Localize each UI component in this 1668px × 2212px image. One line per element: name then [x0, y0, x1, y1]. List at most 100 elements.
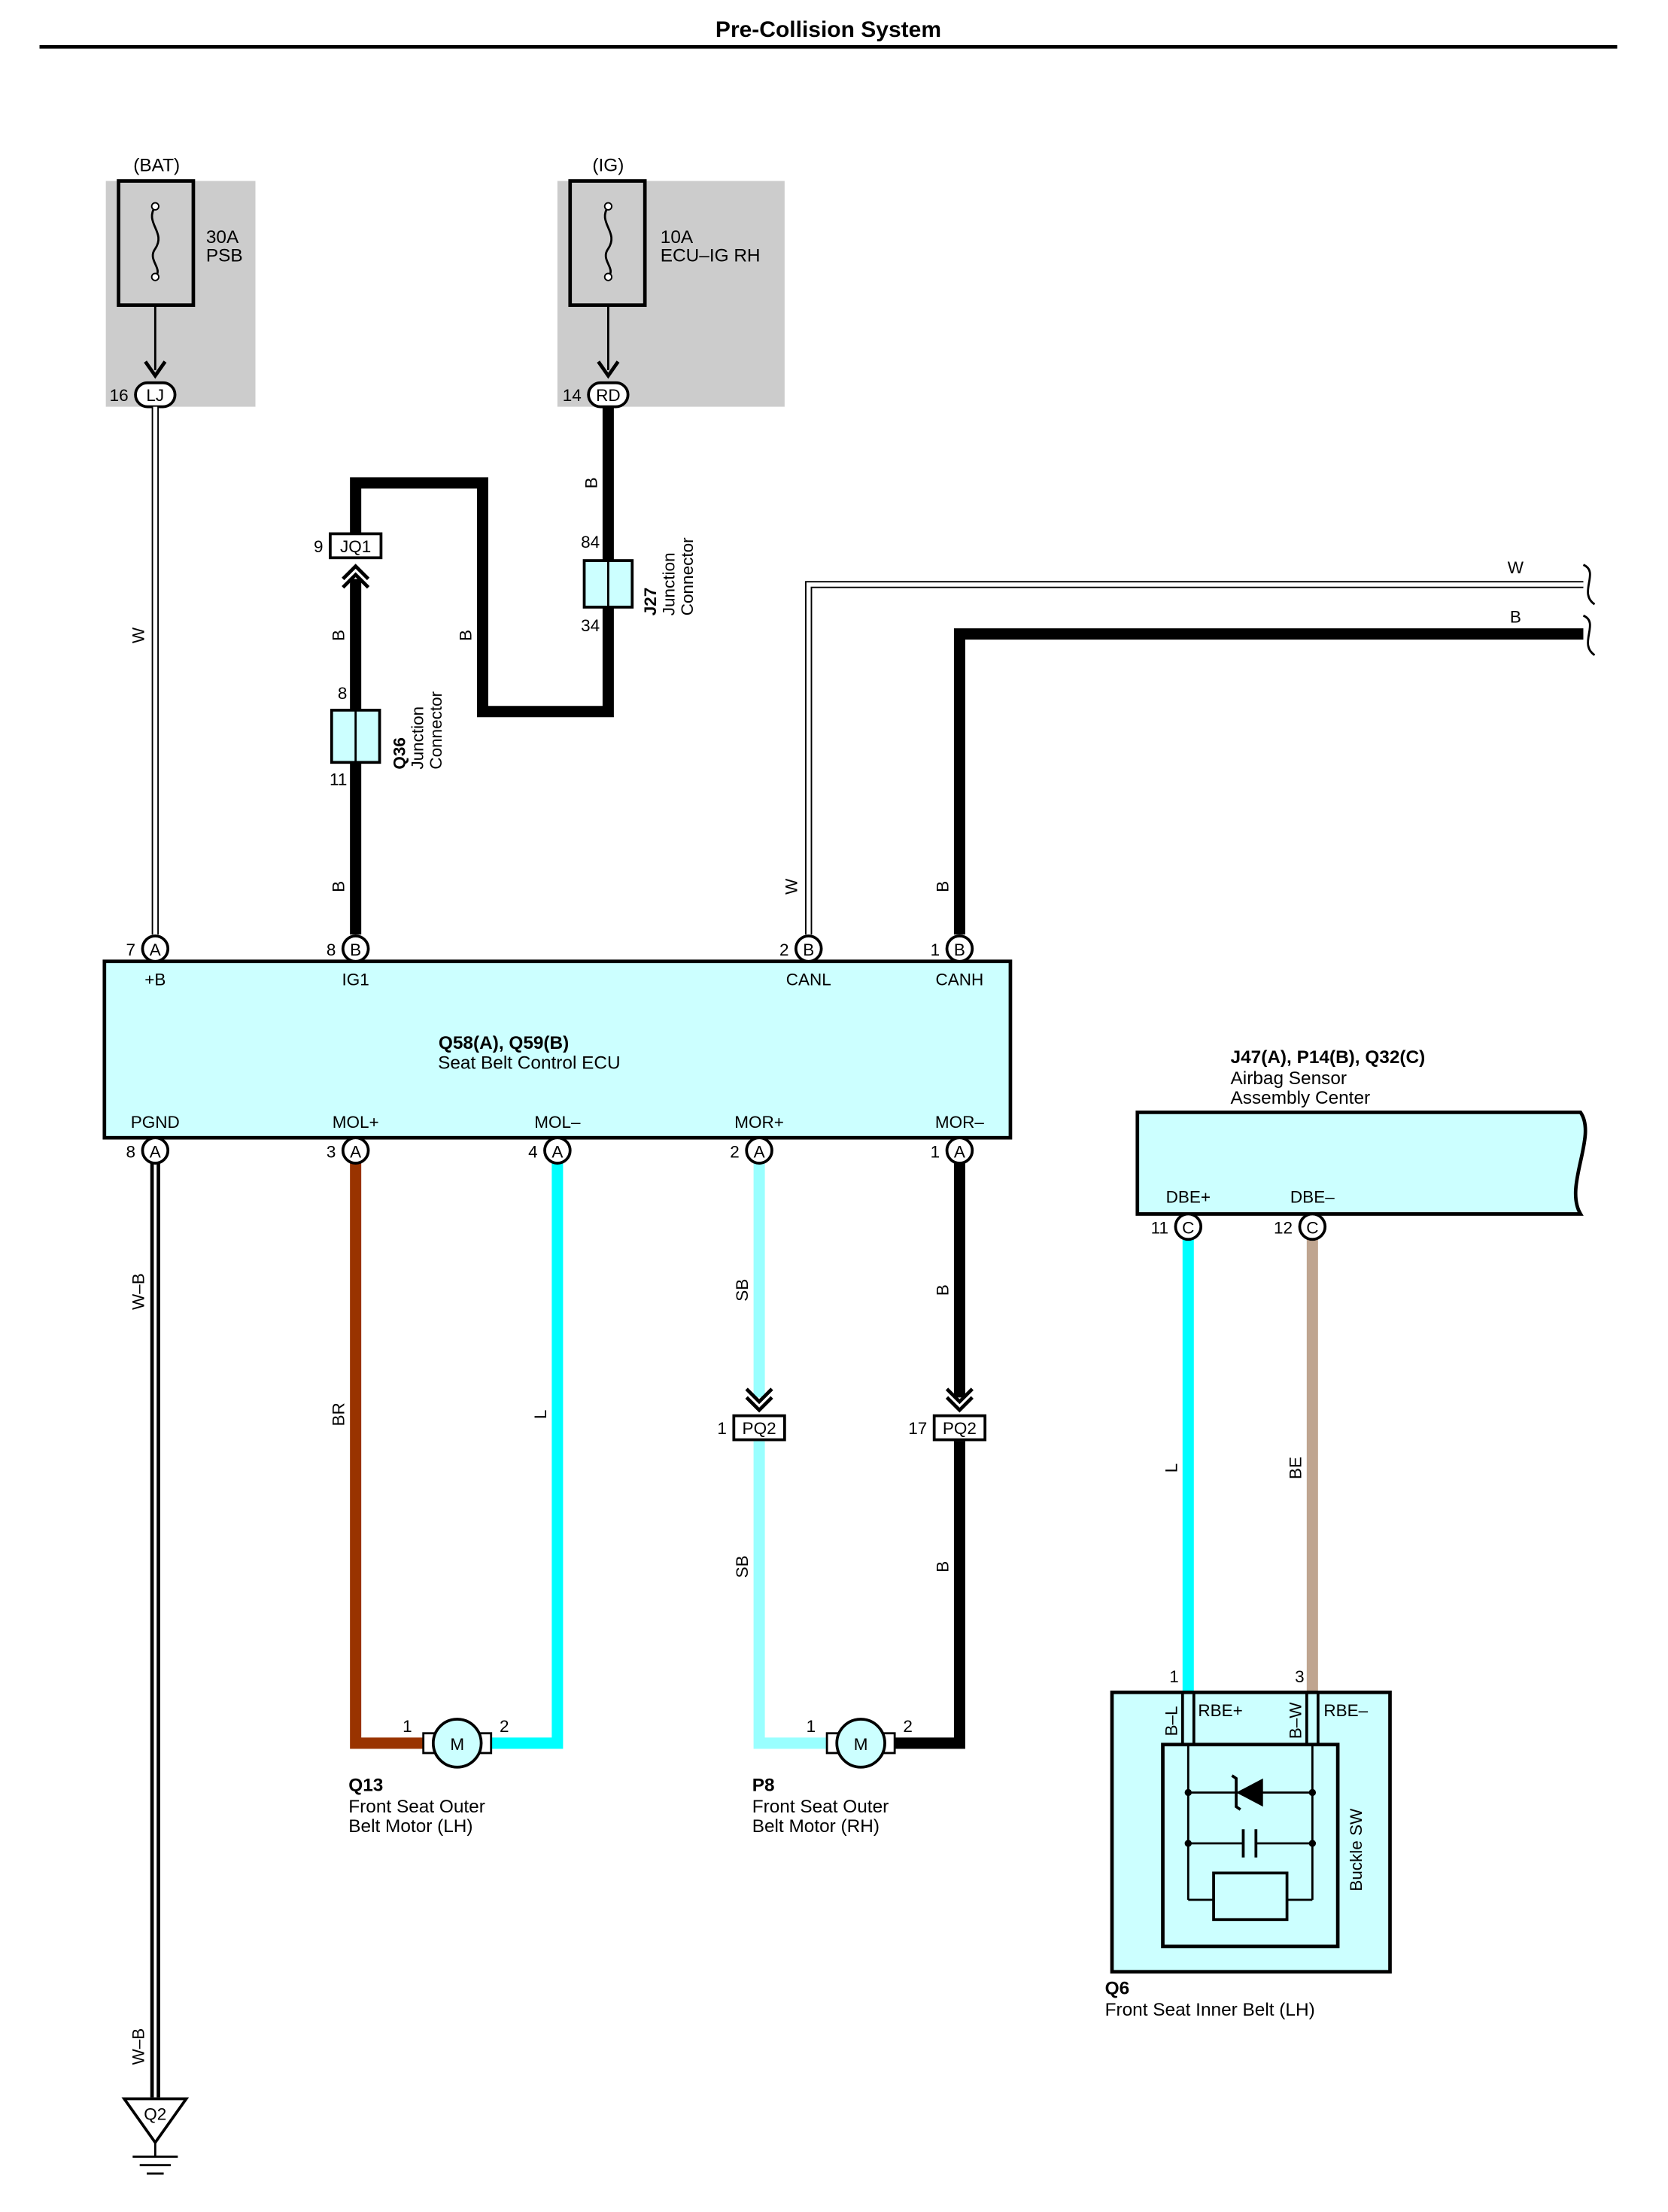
- ecu-pin-plusb-label: +B: [144, 971, 166, 989]
- fuse-ig: (IG) 10A ECU–IG RH RD 14: [557, 155, 785, 409]
- ecu-pin-mol-minus: MOL– A 4: [528, 1113, 581, 1165]
- label-mol-plus-br: BR: [330, 1402, 348, 1426]
- fuse-bat: (BAT) 30A PSB LJ 16: [105, 155, 256, 409]
- ecu-pin-mol-plus-label: MOL+: [333, 1113, 379, 1132]
- ecu-pin-ig1: B 8 IG1: [327, 934, 370, 989]
- jq1-pin: 9: [314, 537, 324, 556]
- ecu-pin-mor-plus-conn: A: [754, 1142, 765, 1161]
- motor-rh: M 1 2 P8 Front Seat Outer Belt Motor (RH…: [752, 1717, 913, 1837]
- ecu-pin-mor-minus-conn: A: [954, 1142, 965, 1161]
- label-canl-w: W: [782, 878, 801, 895]
- buckle-sw-label: Buckle SW: [1347, 1808, 1366, 1891]
- pq2-sb-num: 1: [717, 1419, 727, 1438]
- fuse-bat-conn: LJ: [146, 386, 164, 405]
- wire-mor-plus-sb-lower: [753, 1441, 830, 1749]
- pq2-sb-conn: PQ2: [743, 1419, 776, 1438]
- fuse-bat-supply: (BAT): [133, 155, 180, 175]
- buckle-rbe-minus: RBE–: [1323, 1701, 1368, 1720]
- airbag-pin-dbe-plus-label: DBE+: [1166, 1187, 1211, 1206]
- label-pgnd-wb2: W–B: [129, 2028, 147, 2065]
- airbag-pin-11-conn: C: [1182, 1219, 1194, 1238]
- q36-pin-bottom: 11: [330, 770, 347, 788]
- j27-code: J27: [641, 588, 660, 616]
- label-mor-minus-b2: B: [933, 1561, 952, 1572]
- ecu-pin-pgnd-label: PGND: [131, 1113, 180, 1132]
- j27-desc2: Connector: [678, 537, 697, 615]
- j27-pin-bottom: 34: [581, 616, 600, 635]
- fuse-ig-supply: (IG): [592, 155, 624, 175]
- ecu-pin-canl: B 2 CANL: [779, 934, 831, 989]
- ground-conn: Q2: [144, 2105, 166, 2124]
- ecu-pin-canh-label: CANH: [936, 971, 984, 989]
- ecu-pin-ig1-label: IG1: [342, 971, 369, 989]
- wire-mol-minus-l: [489, 1162, 564, 1749]
- break-mark-w: [1582, 564, 1596, 606]
- ecu-pin-pgnd: PGND A 8: [126, 1113, 180, 1165]
- fuse-ig-name: ECU–IG RH: [661, 245, 761, 266]
- ecu-pin-mor-minus-label: MOR–: [935, 1113, 984, 1132]
- ecu-pin-canh-num: 1: [931, 940, 940, 959]
- label-loop-b: B: [456, 630, 475, 641]
- airbag-pin-dbe-minus-label: DBE–: [1290, 1187, 1335, 1206]
- motor-lh-pin1: 1: [403, 1717, 412, 1736]
- ecu-pin-mol-minus-conn: A: [551, 1142, 563, 1161]
- ecu-pin-ig1-conn: B: [350, 940, 361, 959]
- ecu-name: Seat Belt Control ECU: [438, 1053, 621, 1073]
- ecu-pin-canh: B 1 CANH: [931, 934, 984, 989]
- ecu-pin-mor-plus-label: MOR+: [734, 1113, 784, 1132]
- break-mark-b: [1582, 614, 1596, 656]
- airbag-name2: Assembly Center: [1231, 1088, 1371, 1108]
- ecu-pin-mol-minus-label: MOL–: [534, 1113, 581, 1132]
- airbag-pin-12-conn: C: [1306, 1219, 1318, 1238]
- buckle-pin3: 3: [1295, 1667, 1305, 1686]
- fuse-ig-rating: 10A: [661, 227, 694, 248]
- wire-canh-b: [953, 628, 1584, 935]
- q36-pin-top: 8: [338, 684, 348, 703]
- ground-symbol: Q2: [121, 2097, 190, 2175]
- wire-ig-black: [350, 406, 614, 935]
- motor-rh-name1: Front Seat Outer: [752, 1797, 889, 1817]
- label-rbe-plus-bl: B–L: [1162, 1706, 1180, 1736]
- label-dbe-minus-be: BE: [1286, 1457, 1305, 1479]
- connector-pq2-sb: PQ2 1: [717, 1387, 786, 1442]
- ecu-bottom-pins: PGND A 8 MOL+ A 3 MOL– A 4 MOR+ A 2 MOR–…: [126, 1113, 984, 1165]
- ecu-pin-mor-plus: MOR+ A 2: [730, 1113, 784, 1165]
- motor-lh: M 1 2 Q13 Front Seat Outer Belt Motor (L…: [348, 1717, 509, 1837]
- ecu-pin-mol-plus-conn: A: [350, 1142, 361, 1161]
- label-mor-plus-sb2: SB: [733, 1555, 752, 1578]
- motor-rh-symbol: M: [854, 1735, 868, 1754]
- label-ig1-b: B: [330, 881, 348, 892]
- motor-lh-name2: Belt Motor (LH): [348, 1816, 472, 1837]
- airbag-pins: C 11 C 12: [1151, 1212, 1327, 1241]
- ecu-pin-pgnd-num: 8: [126, 1142, 136, 1161]
- buckle-code: Q6: [1105, 1979, 1130, 1999]
- label-mol-minus-l: L: [531, 1410, 550, 1420]
- ecu-pin-canh-conn: B: [954, 940, 965, 959]
- label-dbe-plus-l: L: [1162, 1463, 1180, 1473]
- connector-jq1: JQ1 9: [314, 532, 383, 589]
- fuse-bat-name: PSB: [206, 245, 243, 266]
- ecu-pin-mor-minus-num: 1: [931, 1142, 940, 1161]
- ecu-pin-ig1-num: 8: [327, 940, 336, 959]
- airbag-code: J47(A), P14(B), Q32(C): [1231, 1047, 1426, 1068]
- motor-rh-pin2: 2: [903, 1717, 913, 1736]
- motor-rh-code: P8: [752, 1776, 775, 1796]
- ecu-pin-canl-conn: B: [803, 940, 814, 959]
- label-jq1-b: B: [330, 630, 348, 641]
- ecu-pin-mol-minus-num: 4: [528, 1142, 538, 1161]
- j27-pin-top: 84: [581, 533, 600, 551]
- buckle-name: Front Seat Inner Belt (LH): [1105, 2000, 1315, 2020]
- q36-desc2: Connector: [427, 691, 445, 769]
- ecu-pin-mor-plus-num: 2: [730, 1142, 740, 1161]
- motor-rh-pin1: 1: [807, 1717, 816, 1736]
- wire-mol-plus-br: [350, 1162, 427, 1749]
- label-pgnd-wb: W–B: [129, 1273, 147, 1310]
- ecu-code: Q58(A), Q59(B): [439, 1033, 569, 1053]
- q36-desc1: Junction: [409, 706, 427, 770]
- q36-code: Q36: [390, 737, 409, 770]
- motor-lh-pin2: 2: [500, 1717, 509, 1736]
- buckle-rbe-plus: RBE+: [1198, 1701, 1242, 1720]
- ecu-pin-mol-plus: MOL+ A 3: [327, 1113, 379, 1165]
- label-mor-plus-sb: SB: [733, 1279, 752, 1302]
